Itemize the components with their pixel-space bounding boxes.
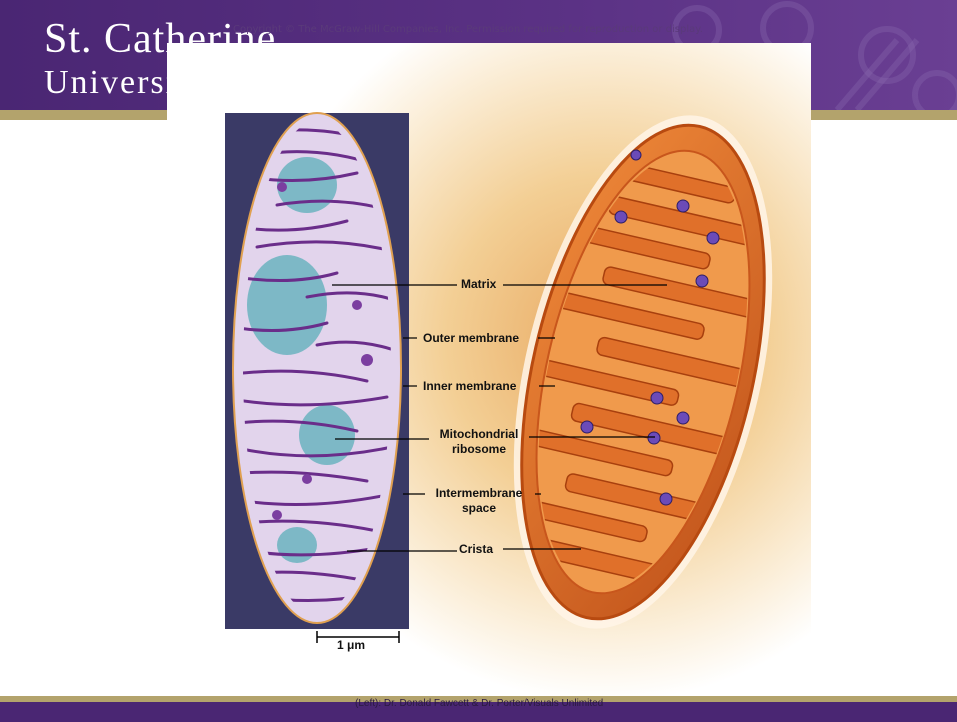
image-credit: (Left): Dr. Donald Fawcett & Dr. Porter/… (355, 698, 603, 709)
intermembrane-space-label: Intermembrane space (429, 486, 529, 516)
inner-membrane-label: Inner membrane (423, 379, 516, 394)
ribosome-label-line1: Mitochondrial (433, 427, 525, 442)
ribosome-label-line2: ribosome (433, 442, 525, 457)
intermembrane-label-line1: Intermembrane (429, 486, 529, 501)
matrix-label: Matrix (461, 277, 496, 292)
mitochondrion-figure: Matrix Outer membrane Inner membrane Mit… (167, 43, 811, 702)
scale-bar-label: 1 μm (337, 638, 365, 653)
mitochondrial-ribosome-label: Mitochondrial ribosome (433, 427, 525, 457)
outer-membrane-label: Outer membrane (423, 331, 519, 346)
copyright-notice: Copyright © The McGraw-Hill Companies, I… (233, 24, 703, 35)
intermembrane-label-line2: space (429, 501, 529, 516)
mitochondrion-illustration (167, 43, 811, 702)
crista-label: Crista (459, 542, 493, 557)
